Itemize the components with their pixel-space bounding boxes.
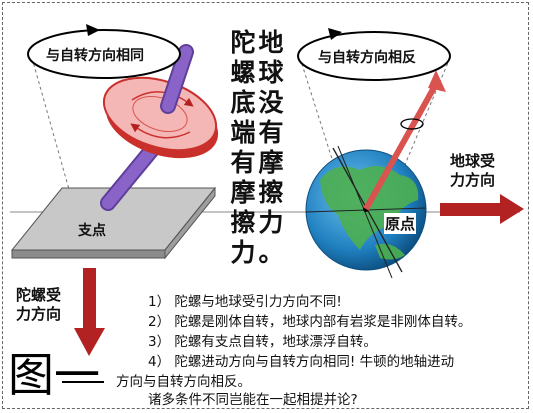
right-cone-line-1 bbox=[299, 57, 346, 201]
vertical-char: 擦 bbox=[258, 178, 284, 207]
vertical-char: 螺 bbox=[230, 58, 256, 87]
vertical-char: 没 bbox=[258, 88, 284, 117]
left-cone-line-1 bbox=[31, 57, 73, 201]
top-force-label-line-1: 陀螺受 bbox=[16, 286, 62, 304]
note-4: 4） 陀螺进动方向与自转方向相同! 牛顿的地轴进动 bbox=[148, 354, 455, 370]
top-force-label: 陀螺受 力方向 bbox=[16, 286, 61, 324]
note-2: 2） 陀螺是刚体自转，地球内部有岩浆是非刚体自转。 bbox=[148, 314, 472, 330]
right-ellipse-label: 与自转方向相反 bbox=[318, 50, 416, 66]
top-force-arrow bbox=[74, 268, 105, 356]
spin-indicator-icon bbox=[400, 118, 424, 130]
note-1: 1） 陀螺与地球受引力方向不同! bbox=[148, 294, 342, 310]
vertical-char: 底 bbox=[230, 88, 256, 117]
vertical-char: 力 bbox=[258, 208, 284, 237]
top-force-label-line-2: 力方向 bbox=[16, 305, 62, 323]
earth-axis-arrowhead bbox=[428, 70, 446, 92]
pivot-plate bbox=[10, 186, 217, 260]
note-6: 诸多条件不同岂能在一起相提并论? bbox=[148, 392, 358, 408]
vertical-char: 摩 bbox=[258, 148, 284, 177]
vertical-text-top-friction: 陀螺底端有摩擦力 bbox=[228, 28, 258, 268]
earth-force-label: 地球受 力方向 bbox=[450, 152, 495, 190]
top-disk bbox=[102, 76, 219, 159]
note-5: 方向与自转方向相反。 bbox=[116, 374, 251, 390]
vertical-char: 擦 bbox=[230, 208, 256, 237]
vertical-char: 球 bbox=[258, 58, 284, 87]
vertical-char: 地 bbox=[258, 28, 284, 57]
vertical-text-earth-no-friction: 地球没有摩擦力。 bbox=[256, 28, 286, 268]
pivot-label: 支点 bbox=[78, 223, 106, 239]
left-rotation-ellipse bbox=[27, 24, 181, 79]
vertical-char: 有 bbox=[258, 118, 284, 147]
earth-force-label-line-1: 地球受 bbox=[450, 152, 496, 170]
figure-label: 图一 bbox=[8, 348, 100, 402]
earth-force-arrow bbox=[440, 194, 524, 224]
right-rotation-ellipse bbox=[297, 28, 451, 81]
vertical-char: 力 bbox=[230, 238, 256, 267]
vertical-char: 端 bbox=[230, 118, 256, 147]
earth-axis bbox=[363, 82, 439, 211]
vertical-char: 有 bbox=[230, 148, 256, 177]
origin-label: 原点 bbox=[384, 213, 417, 234]
vertical-char: 陀 bbox=[230, 28, 256, 57]
vertical-char: 摩 bbox=[230, 178, 256, 207]
figure-frame bbox=[2, 2, 529, 409]
note-3: 3） 陀螺有支点自转，地球漂浮自转。 bbox=[148, 334, 377, 350]
left-ellipse-label: 与自转方向相同 bbox=[46, 48, 144, 64]
earth-force-label-line-2: 力方向 bbox=[450, 171, 496, 189]
earth-globe bbox=[305, 145, 427, 279]
vertical-char: 。 bbox=[258, 238, 284, 267]
